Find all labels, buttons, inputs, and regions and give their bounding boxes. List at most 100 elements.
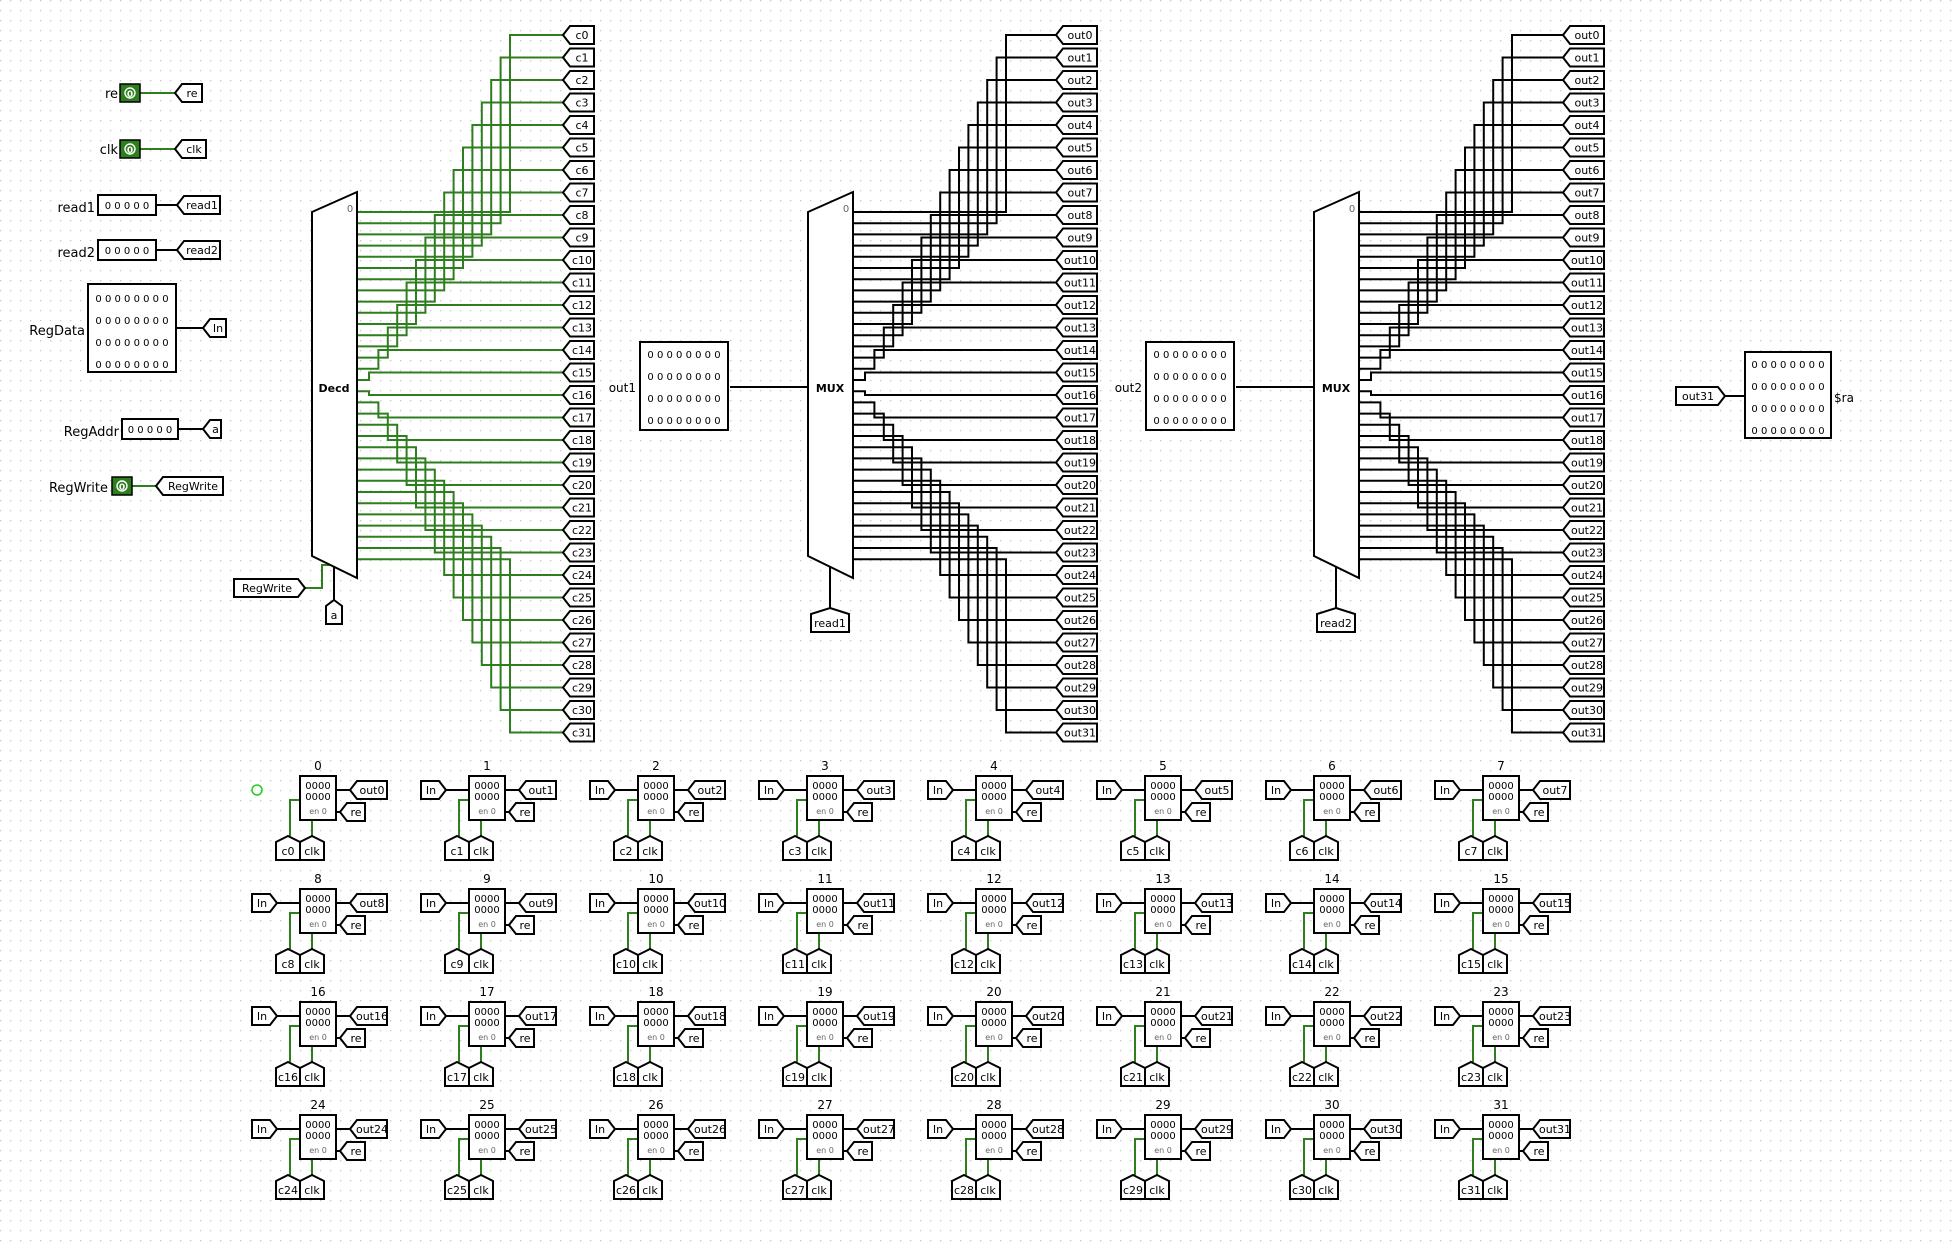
register-block[interactable] bbox=[1144, 1114, 1182, 1160]
register-block[interactable] bbox=[975, 1001, 1013, 1047]
mux1-input-tunnel-label: out3 bbox=[1067, 97, 1092, 110]
mux2-in-wire bbox=[1359, 524, 1565, 666]
register-sublabel: en 0 bbox=[1154, 1033, 1172, 1042]
register-block[interactable] bbox=[1482, 1114, 1520, 1160]
register-block[interactable] bbox=[637, 1114, 675, 1160]
register-value: 0000 bbox=[1488, 1120, 1513, 1131]
mux2-in-wire bbox=[1359, 281, 1565, 337]
re-input-pin-value: 0 bbox=[127, 90, 133, 100]
mux1-input-tunnel-label: out24 bbox=[1064, 569, 1096, 582]
register-enable-wire bbox=[289, 1138, 300, 1175]
register-sublabel: en 0 bbox=[647, 807, 665, 816]
mux2-input-tunnel-label: out1 bbox=[1574, 52, 1599, 65]
register-value: 0000 bbox=[643, 905, 668, 916]
decoder-output-tunnel-label: c6 bbox=[575, 164, 588, 177]
register-block[interactable] bbox=[806, 775, 844, 821]
register-reset-tunnel-label: re bbox=[350, 1145, 361, 1158]
register-in-tunnel bbox=[251, 893, 279, 913]
register-block[interactable] bbox=[975, 888, 1013, 934]
mux1-input-tunnel bbox=[1054, 317, 1098, 338]
regaddr-input-pin[interactable] bbox=[121, 418, 179, 440]
register-sublabel: en 0 bbox=[985, 1033, 1003, 1042]
register-block[interactable] bbox=[1313, 1001, 1351, 1047]
register-block[interactable] bbox=[637, 1001, 675, 1047]
register-clk-tunnel-label: clk bbox=[811, 958, 827, 971]
register-block[interactable] bbox=[1313, 775, 1351, 821]
clk-input-pin[interactable] bbox=[119, 139, 141, 159]
register-clk-tunnel-label: clk bbox=[1318, 1184, 1334, 1197]
decoder-output-tunnel-label: c0 bbox=[575, 29, 588, 42]
read1-input-pin[interactable] bbox=[97, 194, 157, 216]
register-sublabel: en 0 bbox=[985, 920, 1003, 929]
register-value: 0000 bbox=[1319, 1131, 1344, 1142]
mux2-input-tunnel bbox=[1561, 587, 1605, 608]
register-sublabel: en 0 bbox=[1323, 920, 1341, 929]
register-clk-tunnel bbox=[806, 1173, 832, 1200]
register-block[interactable] bbox=[1144, 888, 1182, 934]
circle-outline-icon[interactable] bbox=[251, 784, 263, 796]
read2-input-pin[interactable] bbox=[97, 239, 157, 261]
mux1-select-tunnel bbox=[810, 606, 850, 633]
register-value: 0000 bbox=[643, 1018, 668, 1029]
register-block[interactable] bbox=[468, 1001, 506, 1047]
register-block[interactable] bbox=[299, 888, 337, 934]
mux1-input-tunnel bbox=[1054, 25, 1098, 45]
mux2-in-wire bbox=[1359, 259, 1565, 325]
mux1-out-label: out1 bbox=[609, 381, 636, 395]
register-reset-tunnel-label: re bbox=[688, 806, 699, 819]
register-clk-tunnel-label: clk bbox=[1149, 1071, 1165, 1084]
register-block[interactable] bbox=[806, 1114, 844, 1160]
register-enable-wire bbox=[1303, 1025, 1314, 1062]
register-out-tunnel-label: out29 bbox=[1201, 1123, 1233, 1136]
register-block[interactable] bbox=[975, 775, 1013, 821]
mux2-in-wire bbox=[1359, 491, 1565, 599]
mux2-input-tunnel bbox=[1561, 317, 1605, 338]
regdata-row: 0 0 0 0 0 0 0 0 bbox=[95, 294, 168, 305]
register-block[interactable] bbox=[468, 1114, 506, 1160]
decoder-output-tunnel-label: c11 bbox=[572, 277, 592, 290]
decoder-out-wire bbox=[357, 349, 565, 370]
decoder-out-wire bbox=[357, 124, 565, 258]
mux2-input-tunnel-label: out19 bbox=[1571, 457, 1603, 470]
register-block[interactable] bbox=[806, 1001, 844, 1047]
register-clk-tunnel bbox=[975, 834, 1001, 861]
mux1-input-tunnel-label: out31 bbox=[1064, 727, 1096, 740]
re-input-pin[interactable] bbox=[119, 83, 141, 103]
register-block[interactable] bbox=[1313, 1114, 1351, 1160]
register-out-tunnel-label: out17 bbox=[525, 1010, 557, 1023]
register-sublabel: en 0 bbox=[1323, 1146, 1341, 1155]
register-block[interactable] bbox=[1313, 888, 1351, 934]
register-block[interactable] bbox=[1482, 775, 1520, 821]
register-value: 0000 bbox=[1150, 905, 1175, 916]
register-sublabel: en 0 bbox=[478, 1033, 496, 1042]
decoder-out-wire bbox=[357, 423, 565, 464]
regwrite-input-pin[interactable] bbox=[111, 476, 133, 496]
mux2-in-wire bbox=[1359, 34, 1565, 213]
register-value: 0000 bbox=[981, 905, 1006, 916]
register-block[interactable] bbox=[468, 775, 506, 821]
register-value: 0000 bbox=[1319, 781, 1344, 792]
register-block[interactable] bbox=[637, 888, 675, 934]
register-block[interactable] bbox=[806, 888, 844, 934]
register-block[interactable] bbox=[1144, 1001, 1182, 1047]
register-block[interactable] bbox=[1482, 888, 1520, 934]
register-block[interactable] bbox=[299, 775, 337, 821]
register-in-tunnel bbox=[589, 1006, 617, 1026]
register-enable-tunnel-label: c1 bbox=[450, 845, 463, 858]
mux1-input-tunnel-label: out10 bbox=[1064, 254, 1096, 267]
regdata-input-pin[interactable] bbox=[87, 283, 177, 373]
register-block[interactable] bbox=[1144, 775, 1182, 821]
register-block[interactable] bbox=[637, 775, 675, 821]
mux2-input-tunnel bbox=[1561, 92, 1605, 113]
register-block[interactable] bbox=[468, 888, 506, 934]
register-block[interactable] bbox=[975, 1114, 1013, 1160]
register-value: 0000 bbox=[1488, 1018, 1513, 1029]
register-in-tunnel-label: In bbox=[1102, 1123, 1112, 1136]
register-enable-tunnel bbox=[782, 1060, 808, 1087]
register-block[interactable] bbox=[1482, 1001, 1520, 1047]
mux2-in-wire bbox=[1359, 479, 1565, 576]
register-block[interactable] bbox=[299, 1001, 337, 1047]
register-block[interactable] bbox=[299, 1114, 337, 1160]
